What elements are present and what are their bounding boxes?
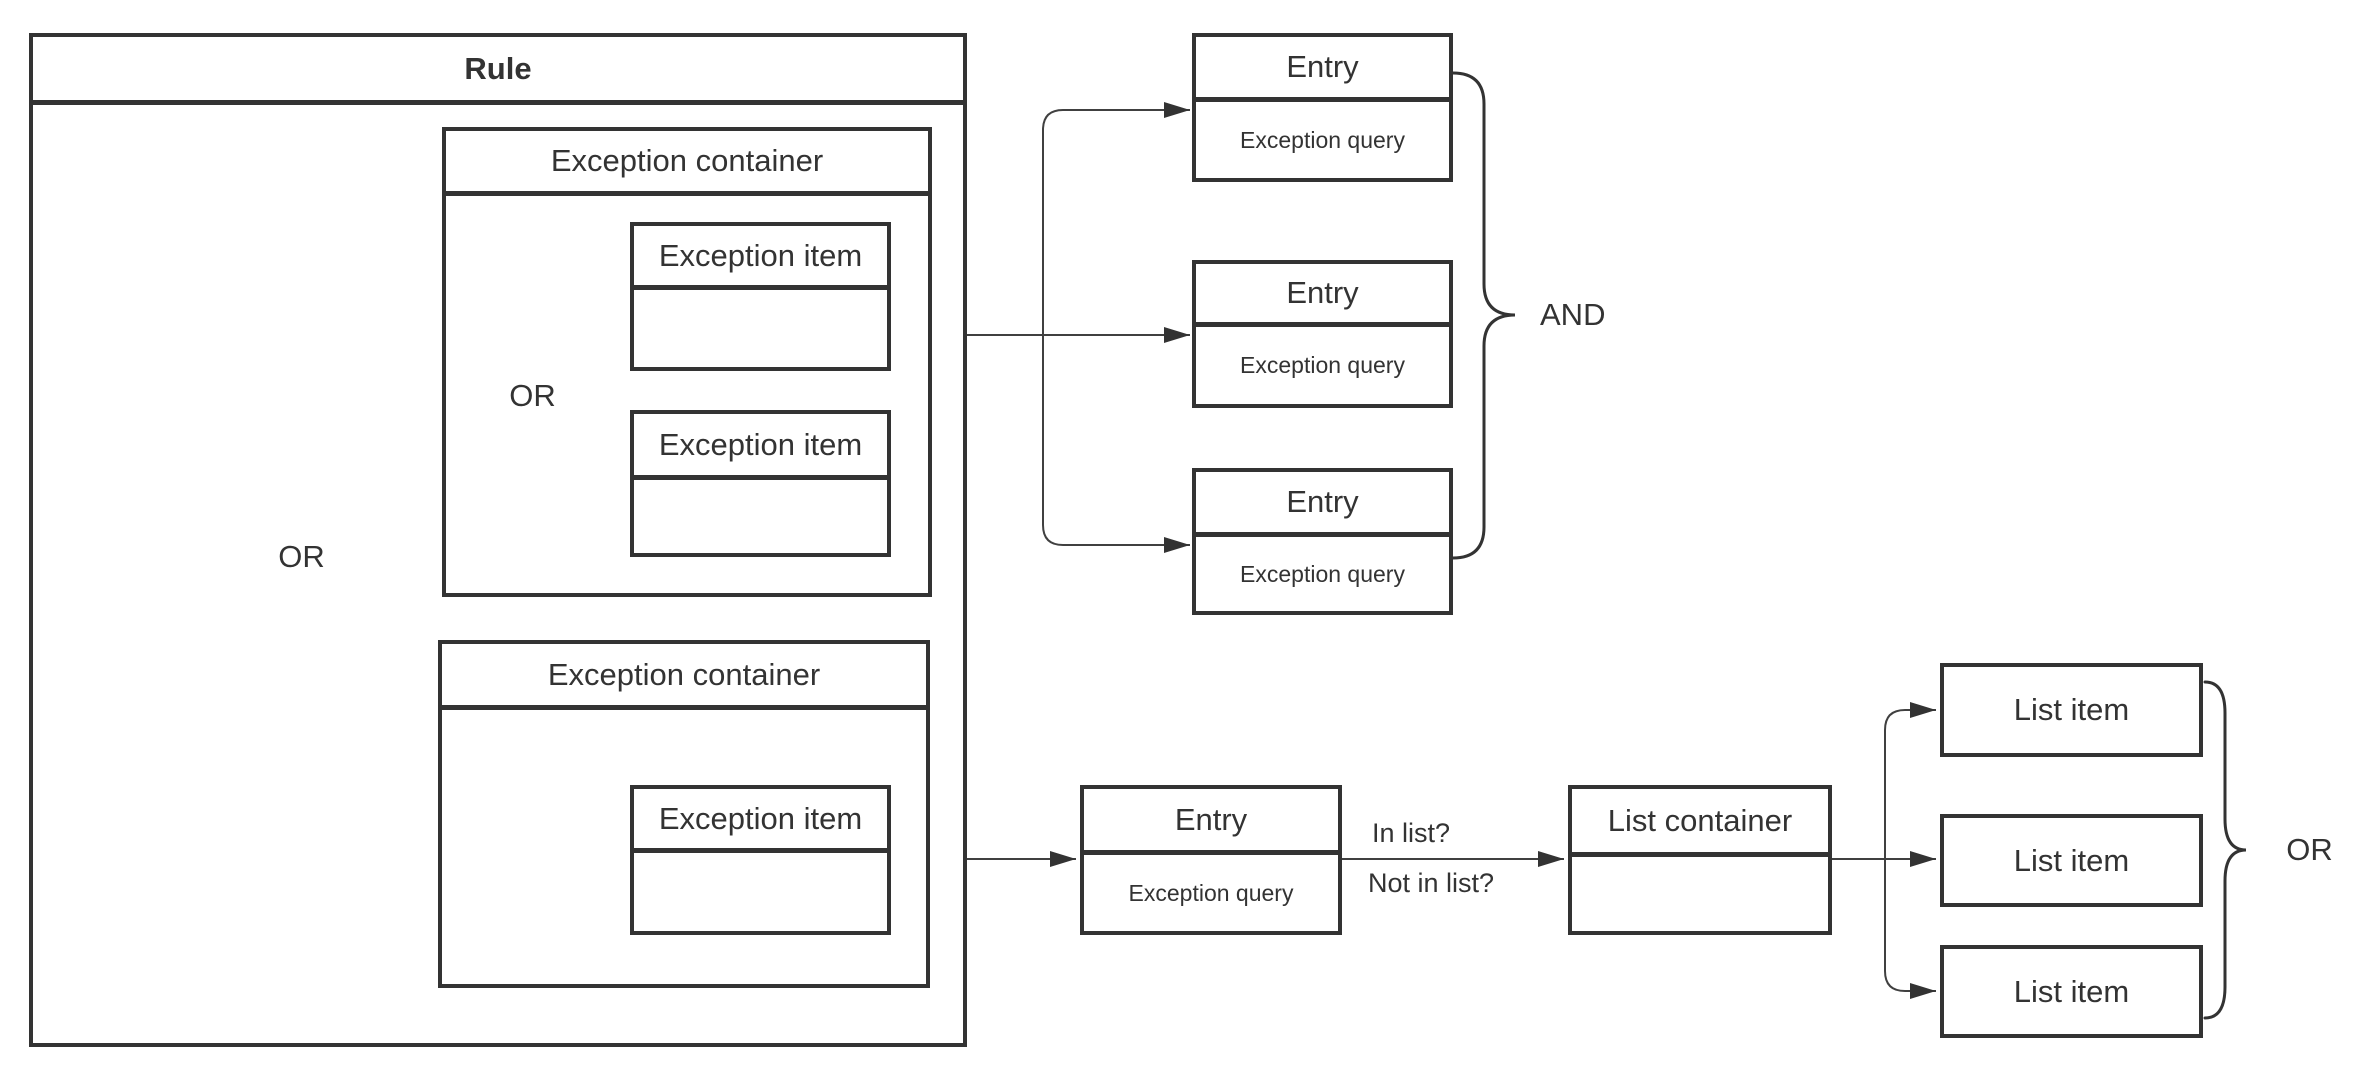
entry-2-title: Entry	[1196, 264, 1449, 327]
entry-3-query: Exception query	[1240, 560, 1405, 587]
exception-container-1-title: Exception container	[446, 131, 928, 196]
edge-branch-to-entry3	[1042, 335, 1190, 553]
edge-branch-to-listitem1	[1884, 702, 1936, 859]
exception-item-3: Exception item	[630, 785, 891, 935]
entry-1-query: Exception query	[1240, 126, 1405, 153]
exception-container-2-title: Exception container	[442, 644, 926, 710]
label-in-list: In list?	[1372, 818, 1451, 848]
exception-item-1-body	[634, 290, 887, 367]
list-container-title: List container	[1572, 789, 1828, 857]
list-item-1: List item	[1940, 663, 2203, 757]
exception-item-1-title: Exception item	[634, 226, 887, 290]
list-item-3: List item	[1940, 945, 2203, 1038]
brace-or-list	[2203, 680, 2247, 1020]
label-or-outer: OR	[278, 539, 325, 574]
label-or-list: OR	[2286, 832, 2333, 867]
entry-2-query: Exception query	[1240, 352, 1405, 378]
entry-3: Entry Exception query	[1192, 468, 1453, 615]
entry-2: Entry Exception query	[1192, 260, 1453, 408]
exception-item-2-body	[634, 480, 887, 553]
label-not-in-list: Not in list?	[1368, 868, 1495, 898]
list-item-2: List item	[1940, 814, 2203, 907]
entry-4-query: Exception query	[1128, 879, 1294, 906]
entry-3-title: Entry	[1196, 472, 1449, 537]
edge-branch-to-entry1	[1042, 102, 1190, 335]
label-or-inner: OR	[509, 378, 556, 413]
list-item-2-label: List item	[2013, 842, 2130, 878]
entry-1: Entry Exception query	[1192, 33, 1453, 182]
exception-item-1: Exception item	[630, 222, 891, 371]
exception-item-2-title: Exception item	[634, 414, 887, 480]
entry-1-title: Entry	[1196, 37, 1449, 102]
brace-and	[1451, 71, 1516, 560]
label-and: AND	[1540, 297, 1606, 332]
exception-item-2: Exception item	[630, 410, 891, 557]
exception-item-3-body	[634, 853, 887, 931]
list-container-body	[1572, 857, 1828, 931]
list-item-3-label: List item	[2013, 973, 2130, 1009]
list-item-1-label: List item	[2013, 692, 2130, 727]
exception-item-3-title: Exception item	[634, 789, 887, 853]
entry-4: Entry Exception query	[1080, 785, 1342, 935]
rule-title: Rule	[33, 37, 963, 105]
entry-4-title: Entry	[1084, 789, 1338, 855]
edge-branch-to-listitem3	[1884, 859, 1936, 999]
list-container: List container	[1568, 785, 1832, 935]
